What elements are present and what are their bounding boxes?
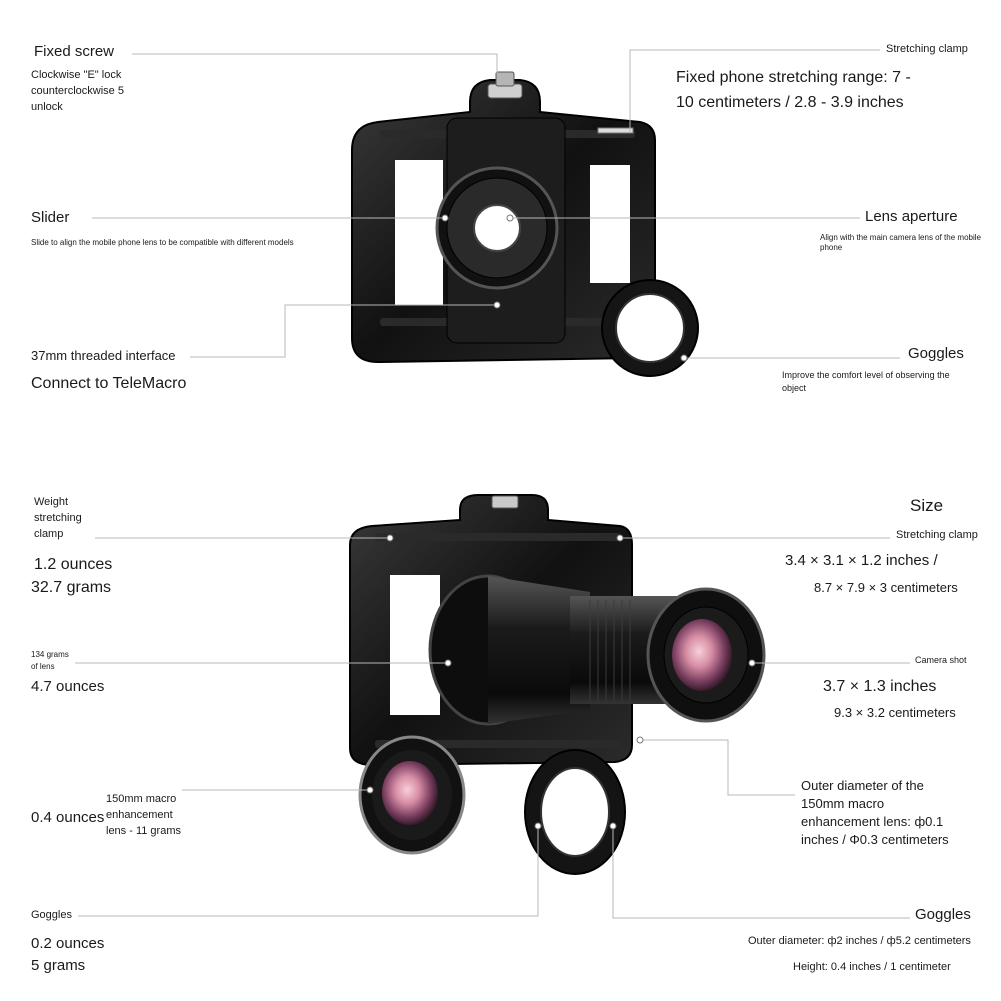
goggles-weight-ounces: 0.2 ounces (31, 935, 105, 952)
clamp-size-inches: 3.4 × 3.1 × 1.2 inches / (785, 552, 938, 569)
macro-label-line1: 150mm macro (106, 793, 177, 805)
size-clamp-label: Stretching clamp (896, 529, 978, 541)
lens-weight-line2: of lens (31, 662, 55, 671)
macro-label-line2: enhancement (106, 809, 173, 821)
clamp-size-cm: 8.7 × 7.9 × 3 centimeters (814, 580, 958, 595)
macro-weight-ounces: 0.4 ounces (31, 809, 105, 826)
outer-diameter-line1: Outer diameter of the (801, 778, 924, 793)
camera-shot-cm: 9.3 × 3.2 centimeters (834, 705, 956, 720)
size-title: Size (910, 496, 944, 515)
goggles-bottom-title: Goggles (915, 906, 971, 923)
clamp-weight-grams: 32.7 grams (31, 579, 112, 596)
fixed-screw-title: Fixed screw (34, 43, 115, 60)
camera-shot-inches: 3.7 × 1.3 inches (823, 678, 937, 695)
outer-diameter-line4: inches / Φ0.3 centimeters (801, 832, 949, 847)
lens-aperture-line1: Align with the main camera lens of the m… (820, 233, 981, 242)
goggles-bottom-label: Goggles (31, 909, 72, 921)
goggles-top-line2: object (782, 383, 807, 393)
threaded-interface-title: 37mm threaded interface (31, 348, 176, 363)
goggles-outer-diameter: Outer diameter: ф2 inches / ф5.2 centime… (748, 935, 971, 947)
goggles-top-line1: Improve the comfort level of observing t… (782, 370, 950, 380)
fixed-screw-line1: Clockwise "E" lock (31, 69, 122, 81)
clamp-weight-ounces: 1.2 ounces (34, 556, 113, 573)
fixed-screw-line2: counterclockwise 5 (31, 85, 124, 97)
lens-aperture-title: Lens aperture (865, 208, 958, 225)
lens-weight-ounces: 4.7 ounces (31, 678, 105, 695)
goggles-height: Height: 0.4 inches / 1 centimeter (793, 961, 951, 973)
phone-clamp-top (351, 71, 699, 377)
weight-label-line3: clamp (34, 528, 64, 540)
outer-diameter-line3: enhancement lens: ф0.1 (801, 814, 944, 829)
weight-label-line2: stretching (34, 512, 82, 524)
stretching-range-line1: Fixed phone stretching range: 7 - (676, 69, 911, 86)
lens-aperture-line2: phone (820, 243, 843, 252)
outer-diameter-line2: 150mm macro (801, 796, 885, 811)
weight-label-line1: Weight (34, 496, 69, 508)
leader-lines (75, 49, 910, 919)
goggles-top-title: Goggles (908, 345, 964, 362)
slider-title: Slider (31, 209, 70, 226)
lens-weight-line1: 134 grams (31, 650, 69, 659)
macro-label-line3: lens - 11 grams (106, 825, 181, 837)
slider-desc: Slide to align the mobile phone lens to … (31, 238, 294, 247)
stretching-clamp-title: Stretching clamp (886, 43, 968, 55)
stretching-range-line2: 10 centimeters / 2.8 - 3.9 inches (676, 94, 904, 111)
telemacro-kit-bottom (349, 494, 766, 875)
goggles-weight-grams: 5 grams (31, 957, 86, 974)
fixed-screw-line3: unlock (31, 101, 63, 113)
threaded-interface-desc: Connect to TeleMacro (31, 375, 187, 392)
camera-shot-label: Camera shot (915, 655, 967, 665)
